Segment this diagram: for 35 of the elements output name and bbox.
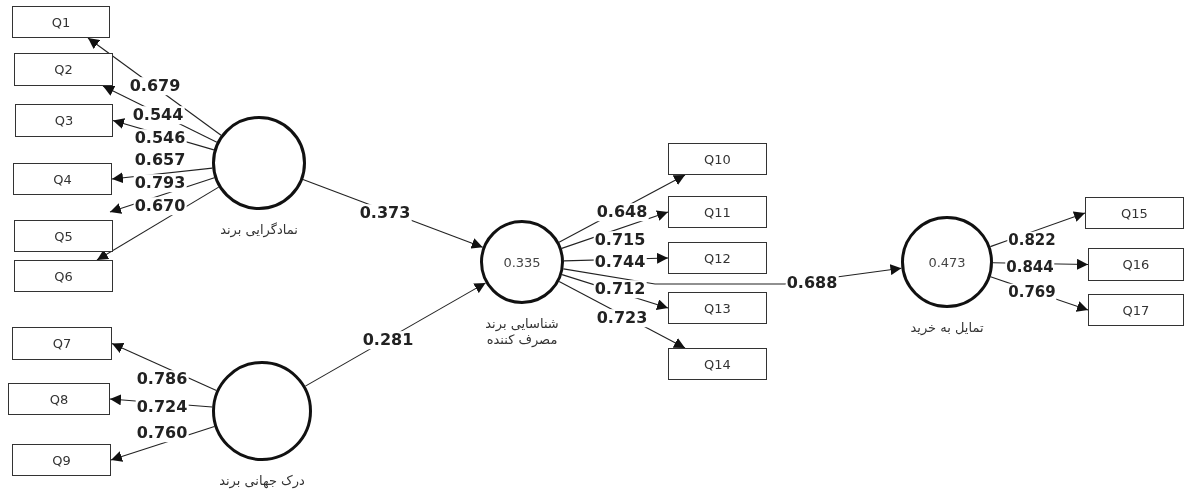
construct-name: شناسایی برند مصرف کننده: [484, 316, 560, 349]
edge-label: 0.373: [358, 204, 412, 222]
edge-label: 0.723: [595, 309, 649, 327]
edge-label: 0.648: [595, 203, 649, 221]
edge-label: 0.679: [128, 77, 182, 95]
indicator-box: Q8: [8, 383, 110, 415]
indicator-box: Q16: [1088, 248, 1184, 281]
indicator-box: Q13: [668, 292, 767, 324]
indicator-box: Q7: [12, 327, 112, 360]
edge-label: 0.793: [133, 174, 187, 192]
indicator-box: Q9: [12, 444, 111, 476]
indicator-box: Q4: [13, 163, 112, 195]
r-squared-value: 0.473: [928, 254, 966, 270]
indicator-box: Q10: [668, 143, 767, 175]
edge-label: 0.670: [133, 197, 187, 215]
indicator-box: Q1: [12, 6, 110, 38]
indicator-box: Q17: [1088, 294, 1184, 326]
edge-label: 0.544: [131, 106, 185, 124]
r-squared-value: 0.335: [503, 254, 541, 270]
arrow: [96, 186, 220, 261]
construct-name: درک جهانی برند: [218, 473, 306, 490]
edge-label: 0.760: [135, 424, 189, 442]
edge-label: 0.769: [1007, 283, 1057, 301]
construct-name: نمادگرایی برند: [219, 222, 299, 239]
indicator-box: Q5: [14, 220, 113, 252]
indicator-box: Q14: [668, 348, 767, 380]
construct-name: تمایل به خرید: [909, 320, 985, 337]
indicator-box: Q2: [14, 53, 113, 86]
indicator-box: Q11: [668, 196, 767, 228]
edge-label: 0.712: [593, 280, 647, 298]
indicator-box: Q15: [1085, 197, 1184, 229]
indicator-box: Q6: [14, 260, 113, 292]
edge-label: 0.281: [361, 331, 415, 349]
indicator-box: Q12: [668, 242, 767, 274]
indicator-box: Q3: [15, 104, 113, 137]
